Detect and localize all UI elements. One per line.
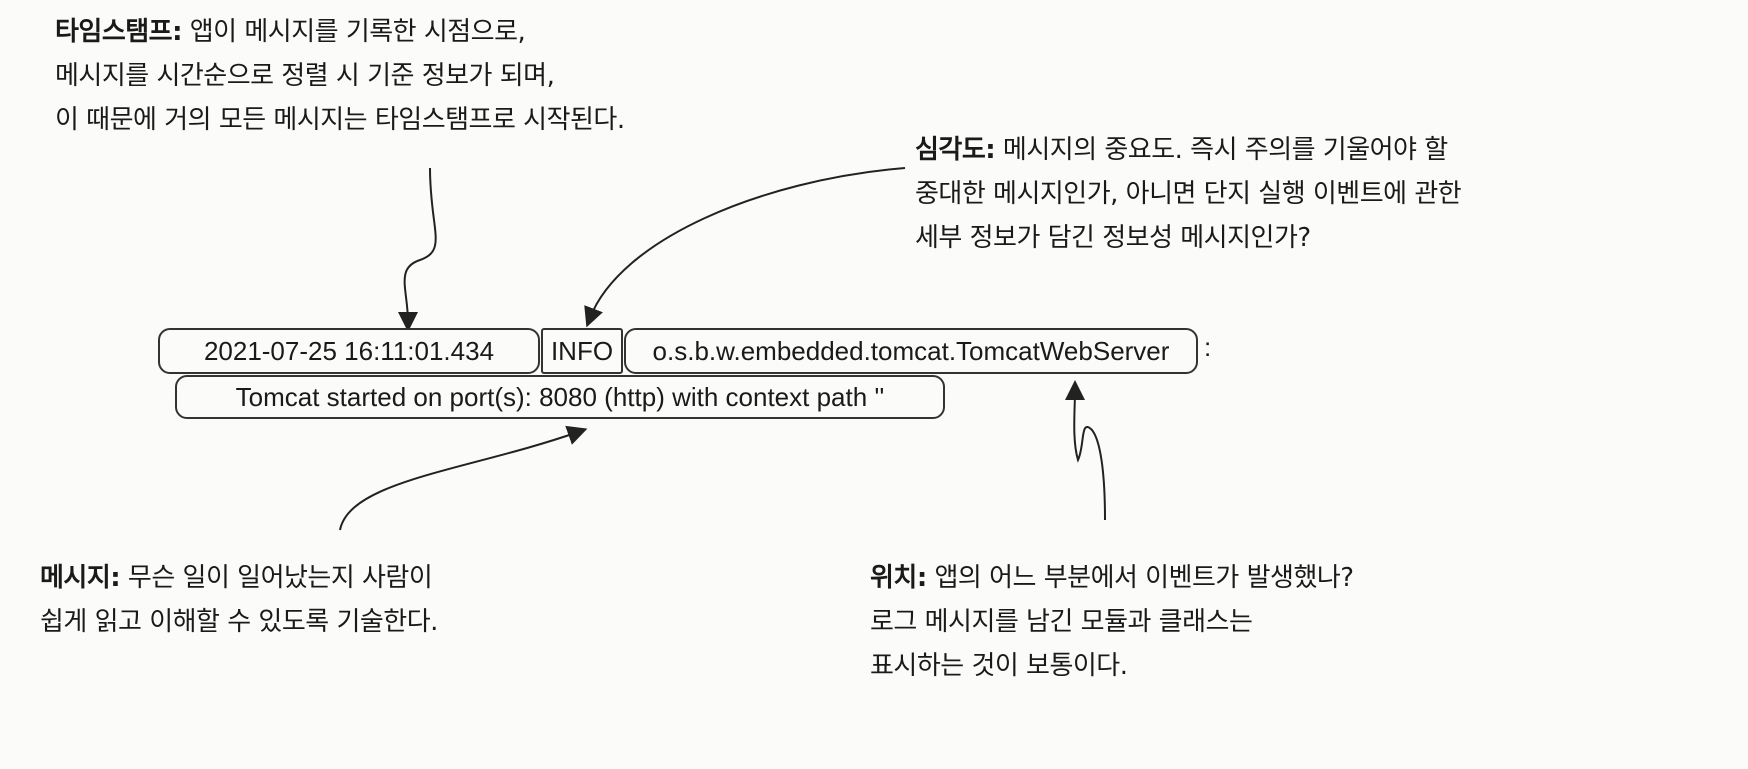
- message-arrow: [339, 425, 588, 531]
- callout-line: 앱의 어느 부분에서 이벤트가 발생했나?: [926, 563, 1355, 593]
- callout-line: 이 때문에 거의 모든 메시지는 타임스탬프로 시작된다.: [55, 105, 625, 135]
- callout-label: 심각도:: [915, 135, 996, 165]
- separator: :: [1204, 332, 1212, 362]
- severity-callout: 심각도: 메시지의 중요도. 즉시 주의를 기울어야 할 중대한 메시지인가, …: [915, 128, 1462, 260]
- severity-field: INFO: [541, 328, 623, 374]
- timestamp-callout: 타임스탬프: 앱이 메시지를 기록한 시점으로, 메시지를 시간순으로 정렬 시…: [55, 10, 625, 142]
- severity-arrow: [584, 167, 906, 328]
- callout-line: 메시지의 중요도. 즉시 주의를 기울어야 할: [995, 135, 1448, 165]
- callout-line: 중대한 메시지인가, 아니면 단지 실행 이벤트에 관한: [915, 179, 1462, 209]
- callout-line: 메시지를 시간순으로 정렬 시 기준 정보가 되며,: [55, 61, 555, 91]
- callout-line: 표시하는 것이 보통이다.: [870, 651, 1128, 681]
- callout-label: 타임스탬프:: [55, 17, 183, 47]
- location-field: o.s.b.w.embedded.tomcat.TomcatWebServer: [624, 328, 1198, 374]
- callout-label: 메시지:: [40, 563, 121, 593]
- callout-line: 세부 정보가 담긴 정보성 메시지인가?: [915, 223, 1311, 253]
- location-callout: 위치: 앱의 어느 부분에서 이벤트가 발생했나? 로그 메시지를 남긴 모듈과…: [870, 556, 1354, 688]
- callout-line: 무슨 일이 일어났는지 사람이: [120, 563, 433, 593]
- timestamp-field: 2021-07-25 16:11:01.434: [158, 328, 540, 374]
- location-arrow: [1064, 380, 1106, 521]
- callout-label: 위치:: [870, 563, 927, 593]
- callout-line: 쉽게 읽고 이해할 수 있도록 기술한다.: [40, 607, 438, 637]
- message-callout: 메시지: 무슨 일이 일어났는지 사람이 쉽게 읽고 이해할 수 있도록 기술한…: [40, 556, 438, 644]
- callout-line: 로그 메시지를 남긴 모듈과 클래스는: [870, 607, 1253, 637]
- message-field: Tomcat started on port(s): 8080 (http) w…: [175, 375, 945, 419]
- timestamp-arrow: [397, 167, 437, 332]
- callout-line: 앱이 메시지를 기록한 시점으로,: [182, 17, 526, 47]
